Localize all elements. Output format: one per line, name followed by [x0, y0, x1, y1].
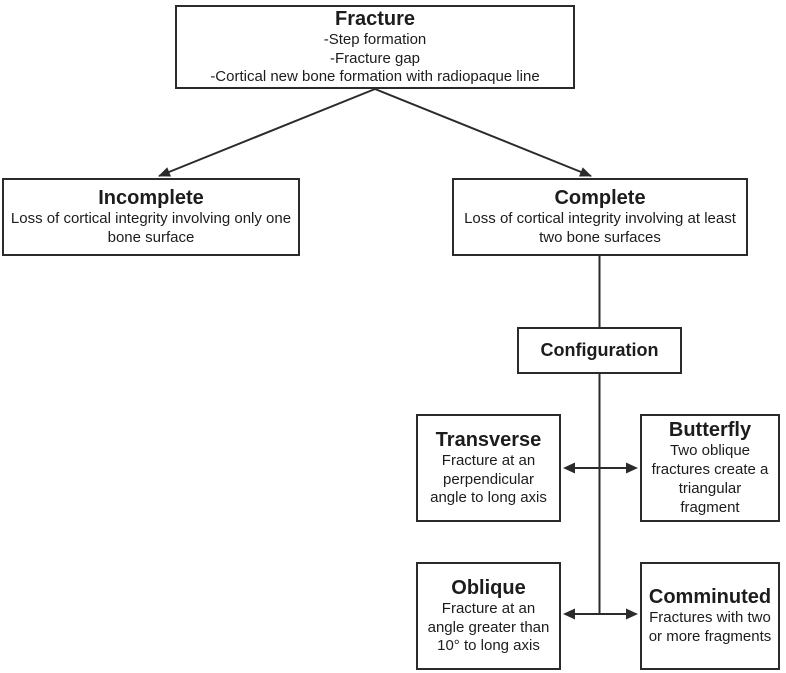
- node-incomplete-description: Loss of cortical integrity involving onl…: [10, 210, 292, 246]
- node-incomplete: Incomplete Loss of cortical integrity in…: [2, 178, 300, 256]
- node-comminuted: Comminuted Fractures with two or more fr…: [640, 562, 780, 670]
- node-complete-title: Complete: [554, 187, 646, 210]
- node-fracture-bullet-1: -Step formation: [323, 30, 427, 48]
- arrow-fracture-to-incomplete: [158, 88, 376, 177]
- node-oblique: Oblique Fracture at an angle greater tha…: [416, 562, 561, 670]
- node-oblique-description: Fracture at an angle greater than 10° to…: [427, 599, 550, 655]
- node-incomplete-title: Incomplete: [98, 187, 204, 210]
- node-fracture: Fracture -Step formation -Fracture gap -…: [175, 5, 575, 89]
- node-transverse-title: Transverse: [435, 428, 542, 451]
- node-fracture-title: Fracture: [334, 7, 416, 30]
- node-comminuted-description: Fractures with two or more fragments: [648, 609, 772, 645]
- node-transverse: Transverse Fracture at an perpendicular …: [416, 414, 561, 522]
- node-configuration: Configuration: [517, 327, 682, 374]
- node-configuration-title: Configuration: [540, 339, 659, 360]
- node-complete-description: Loss of cortical integrity involving at …: [464, 210, 736, 246]
- arrow-transverse-butterfly: [563, 462, 638, 474]
- arrow-oblique-comminuted: [563, 608, 638, 620]
- node-butterfly-title: Butterfly: [668, 419, 752, 442]
- node-fracture-bullet-3: -Cortical new bone formation with radiop…: [210, 68, 540, 86]
- node-butterfly: Butterfly Two oblique fractures create a…: [640, 414, 780, 522]
- node-fracture-bullet-2: -Fracture gap: [329, 49, 421, 67]
- arrow-fracture-to-complete: [374, 88, 592, 177]
- node-transverse-description: Fracture at an perpendicular angle to lo…: [430, 451, 547, 507]
- node-comminuted-title: Comminuted: [648, 586, 772, 609]
- node-complete: Complete Loss of cortical integrity invo…: [452, 178, 748, 256]
- node-oblique-title: Oblique: [451, 576, 526, 599]
- node-butterfly-description: Two oblique fractures create a triangula…: [651, 442, 769, 516]
